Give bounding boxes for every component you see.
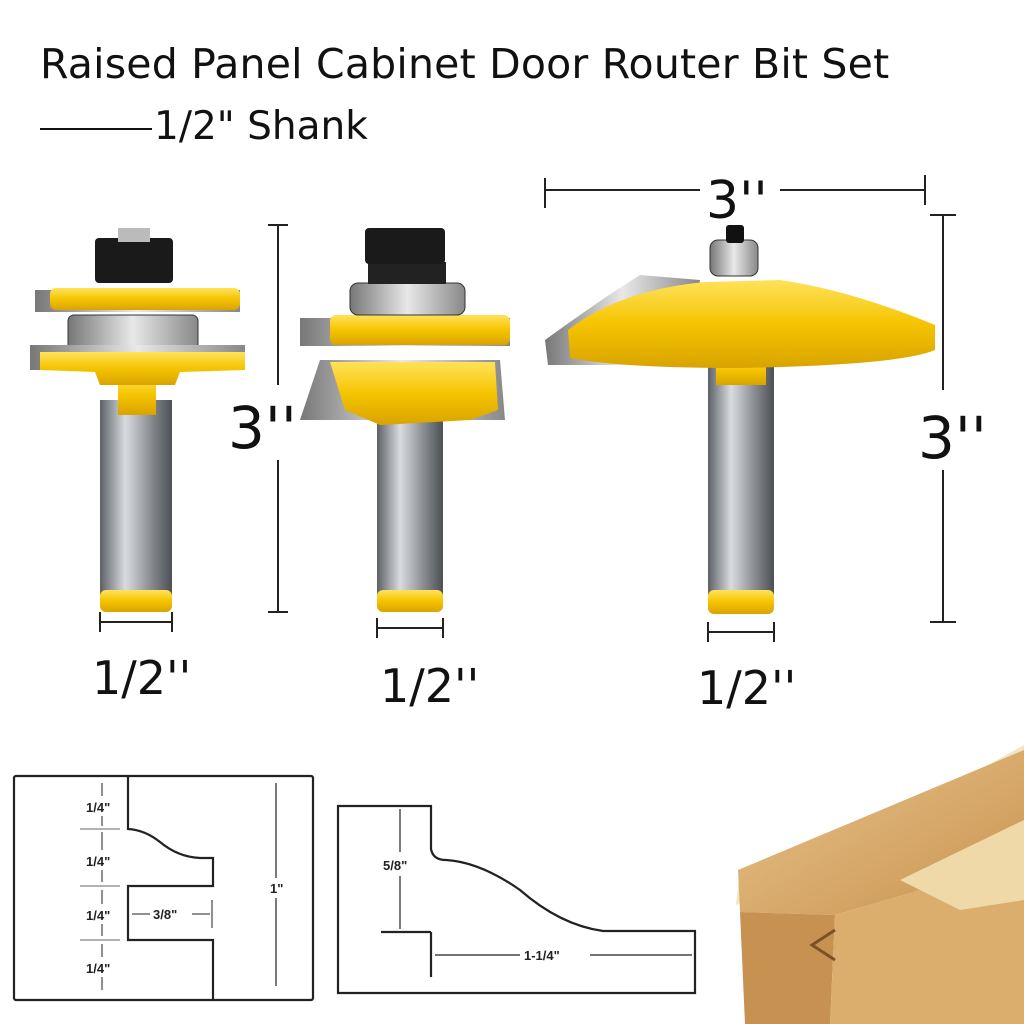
dash-line [40,127,152,130]
bit3-shank-label: 1/2'' [697,661,796,715]
segment-1-label: 1/4" [86,800,110,815]
panel-raising-bit [545,225,935,614]
segment-4-label: 1/4" [86,961,110,976]
total-height-label: 1" [270,881,283,896]
rail-stile-profile [12,774,315,1002]
groove-depth-label: 3/8" [153,907,177,922]
panel-width-label: 1-1/4" [524,948,560,963]
bit3-width-label: 3'' [706,171,768,231]
segment-3-label: 1/4" [86,908,110,923]
raised-panel-profile [336,804,697,995]
shank-size: 1/2" Shank [154,104,368,149]
bit2-shank-label: 1/2'' [380,659,479,713]
page-title: Raised Panel Cabinet Door Router Bit Set [40,40,890,88]
bit1-height-label: 3'' [228,394,297,462]
segment-2-label: 1/4" [86,854,110,869]
panel-height-label: 5/8" [383,858,407,873]
bit3-height-label: 3'' [918,404,987,472]
rail-bit [30,228,245,612]
bit1-shank-label: 1/2'' [92,651,191,705]
subtitle: 1/2" Shank [40,104,368,149]
stile-bit [300,228,510,612]
dimension-lines [99,175,956,642]
door-frame-photo [736,745,1024,1024]
